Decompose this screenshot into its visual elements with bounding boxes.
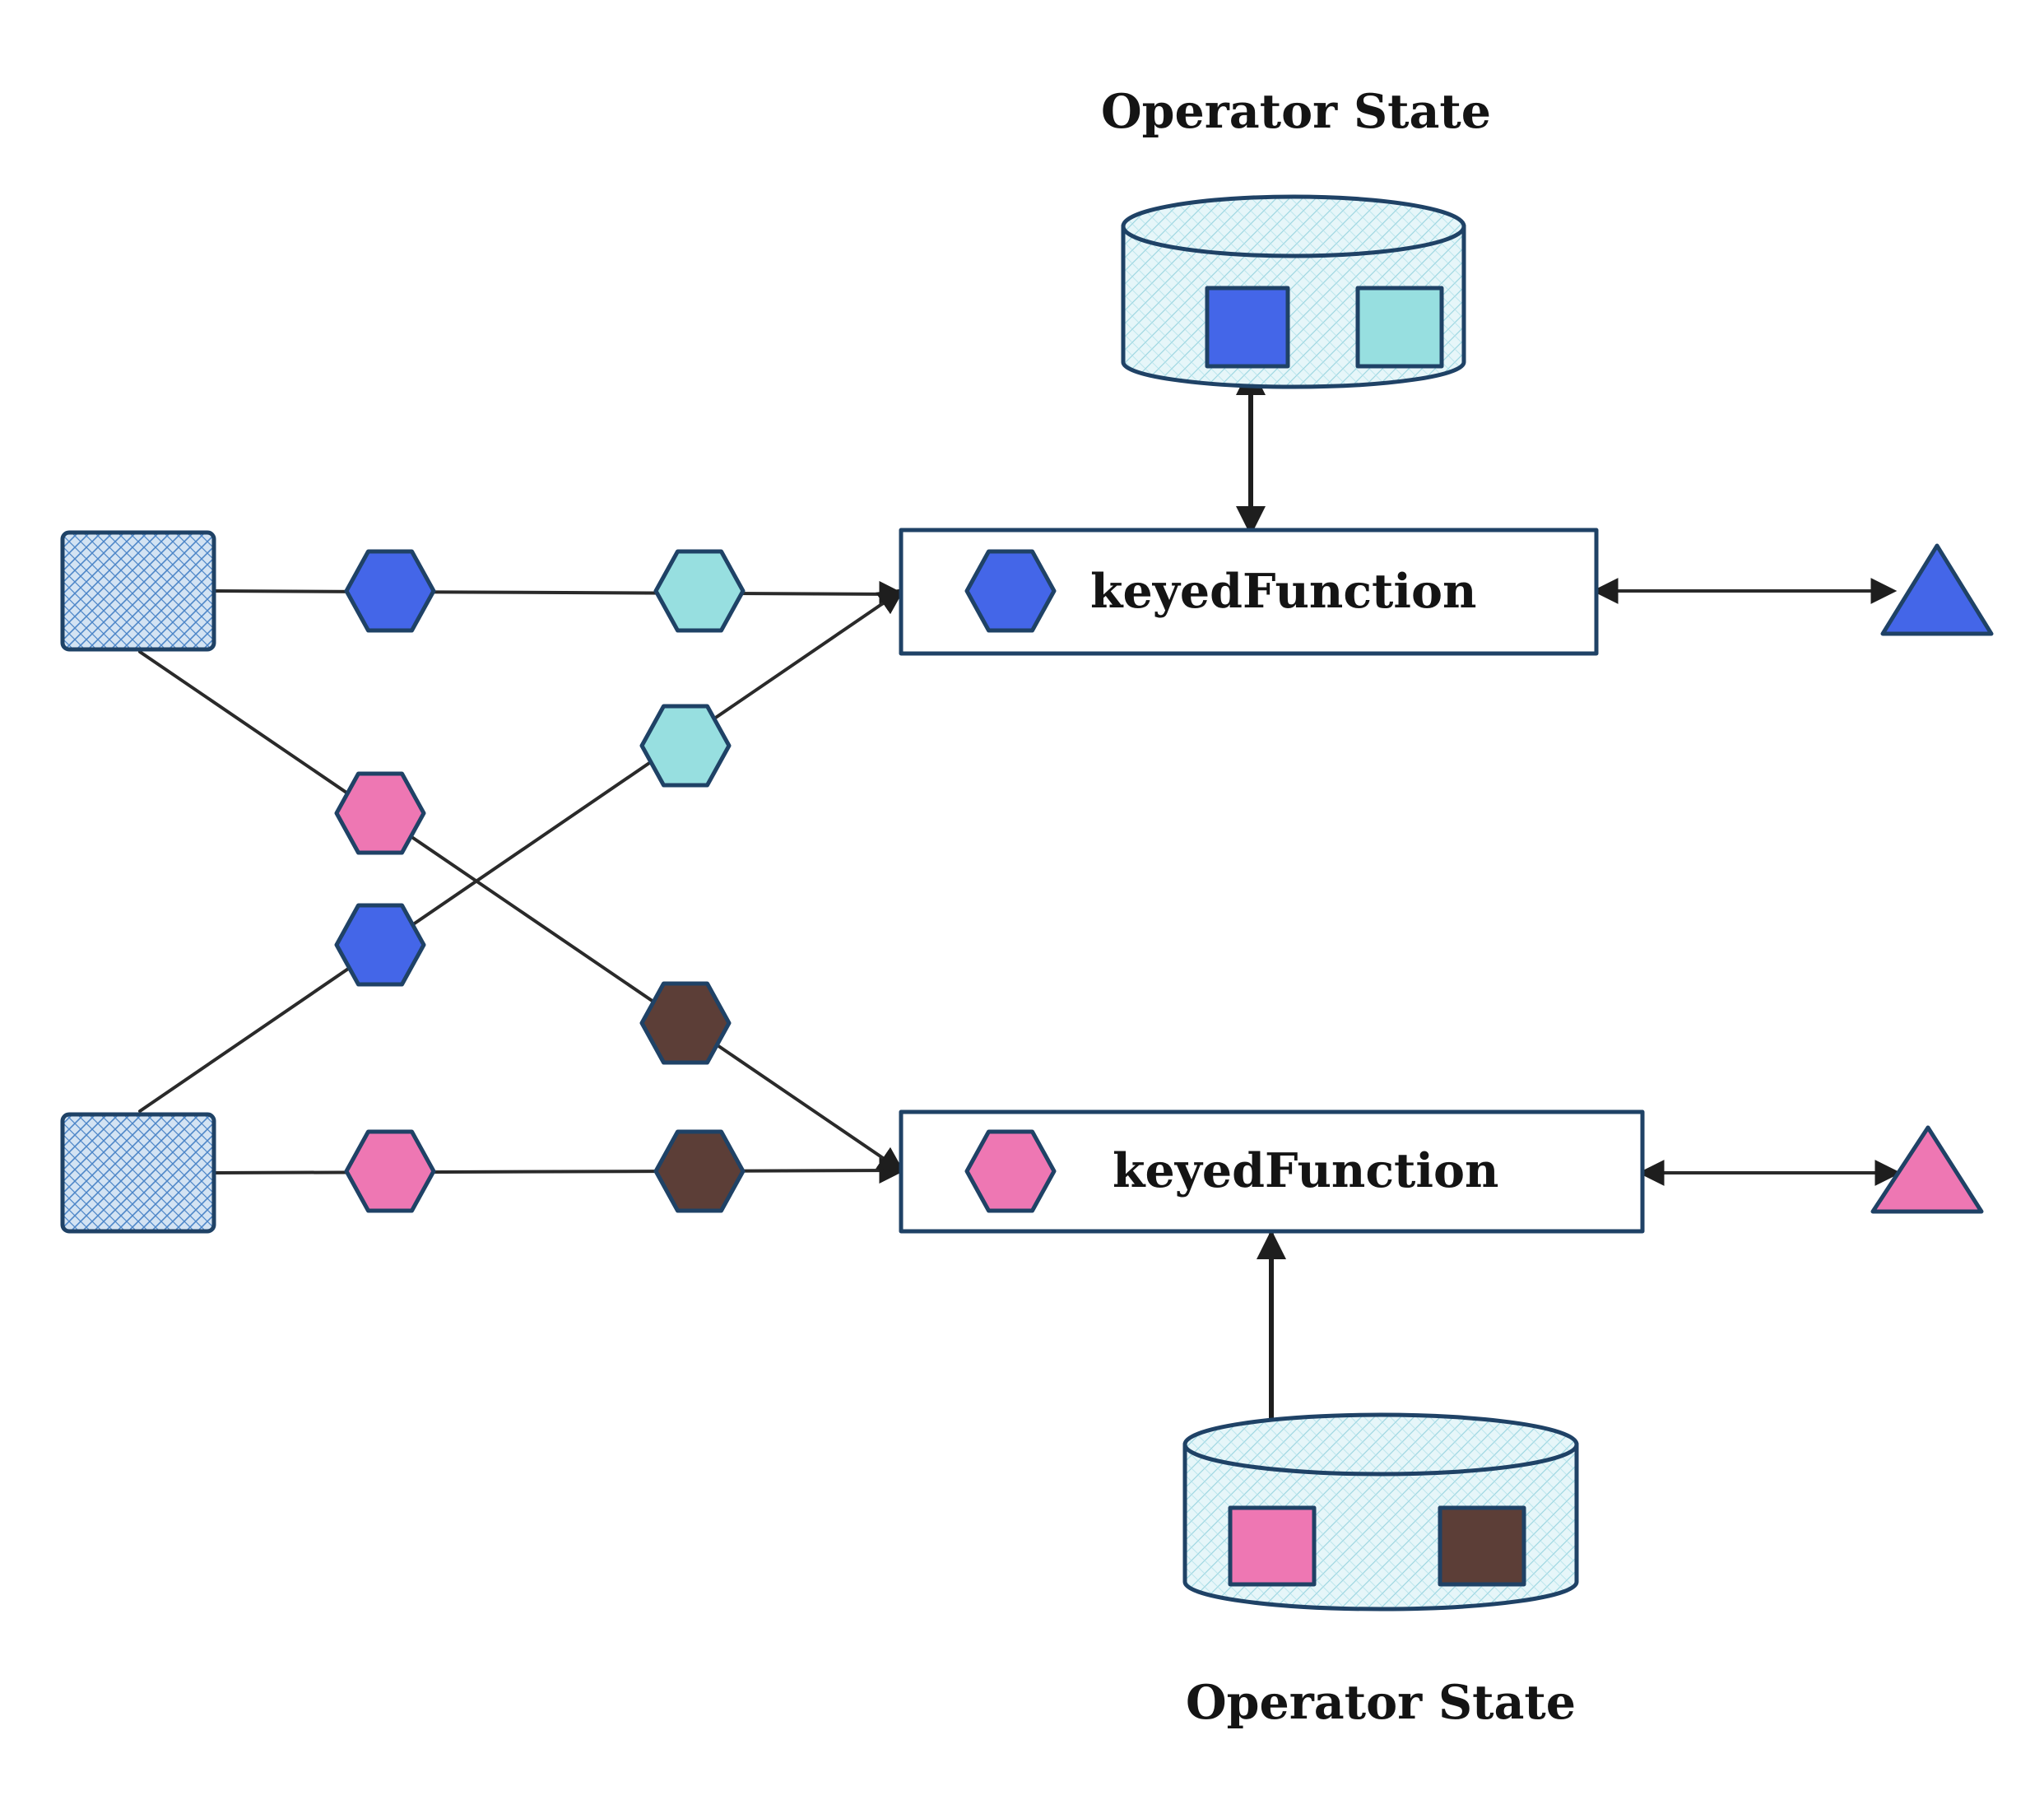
- hex-cross-brown-icon: [639, 981, 732, 1065]
- operator-state-store-bottom: [1182, 1412, 1579, 1612]
- edge-cross-top-to-bottom: [138, 650, 905, 1174]
- hex-cross-cyan-icon: [639, 704, 732, 788]
- hex-top-stream-blue-icon: [344, 549, 436, 633]
- hex-function-bottom-key-pink-icon: [964, 1129, 1057, 1213]
- hex-function-top-key-blue-icon: [964, 549, 1057, 633]
- keyed-function-bottom-label: keyedFunction: [1113, 1143, 1499, 1198]
- state-bottom-brown-square: [1438, 1505, 1526, 1587]
- state-top-blue-square: [1205, 286, 1290, 369]
- hex-cross-pink-icon: [334, 771, 426, 855]
- edge-cross-bottom-to-top: [138, 588, 905, 1113]
- hex-top-stream-cyan-icon: [653, 549, 746, 633]
- hex-cross-blue-icon: [334, 903, 426, 987]
- output-pink-triangle: [1870, 1125, 1984, 1214]
- keyed-function-top-label: keyedFunction: [1090, 564, 1477, 619]
- hex-bottom-stream-brown-icon: [653, 1129, 746, 1213]
- edge-top-stream: [212, 580, 906, 607]
- edge-bottom-stream: [212, 1157, 906, 1184]
- hex-bottom-stream-pink-icon: [344, 1129, 436, 1213]
- operator-state-top-label: Operator State: [1101, 84, 1491, 139]
- source-top: [60, 530, 216, 652]
- operator-state-bottom-label: Operator State: [1186, 1675, 1576, 1730]
- output-blue-triangle: [1880, 543, 1994, 636]
- state-top-cyan-square: [1355, 286, 1444, 369]
- operator-state-store-top: [1121, 194, 1466, 389]
- state-bottom-pink-square: [1228, 1505, 1317, 1587]
- source-bottom: [60, 1112, 216, 1234]
